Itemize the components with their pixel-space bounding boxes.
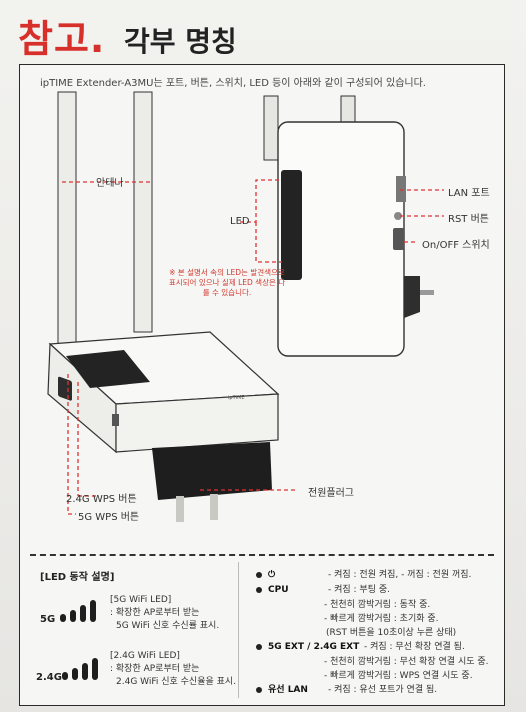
bullet-dot	[256, 571, 262, 578]
onoff-switch-label: On/OFF 스위치	[422, 240, 490, 251]
bullet-dot	[256, 586, 262, 593]
legend-key: 유선 LAN	[268, 685, 308, 695]
legend-key: 5G EXT / 2.4G EXT	[268, 642, 360, 652]
led-label: LED	[230, 216, 250, 227]
wifi-24g-line1: : 확장한 AP로부터 받는	[110, 664, 200, 674]
brand-mark: ipTIME	[228, 395, 245, 401]
rst-button-label: RST 버튼	[448, 214, 489, 225]
rear-view-device	[263, 95, 434, 357]
wifi-24g-line2: 2.4G WiFi 신호 수신율을 표시.	[116, 677, 237, 687]
lan-port-label: LAN 포트	[448, 188, 490, 199]
legend-text: - 켜짐 : 무선 확장 연결 됨.	[364, 642, 465, 652]
legend-text: - 켜짐 : 전원 켜짐, - 꺼짐 : 전원 꺼짐.	[328, 570, 472, 580]
section-divider	[30, 554, 494, 556]
led-color-note: ※ 본 설명서 속의 LED는 발견색으로 표시되어 있으나 실제 LED 색상…	[168, 268, 286, 297]
front-view-device: ipTIME	[47, 91, 280, 522]
legend-ext-slow: - 천천히 깜박거림 : 무선 확장 연결 시도 중.	[324, 654, 489, 667]
led-section-title: [LED 동작 설명]	[40, 572, 115, 583]
wifi-24g-heading: [2.4G WiFi LED]	[110, 651, 180, 661]
intro-text: ipTIME Extender-A3MU는 포트, 버튼, 스위치, LED 등…	[40, 78, 426, 89]
legend-text: - 천천히 깜박거림 : 무선 확장 연결 시도 중.	[324, 657, 489, 667]
title-prefix: 참고.	[18, 17, 106, 61]
legend-cpu: CPU - 켜짐 : 부팅 중.	[256, 582, 390, 595]
legend-key: ⏻	[268, 570, 276, 580]
led-explanation-box	[30, 562, 239, 698]
legend-text: - 천천히 깜박거림 : 동작 중.	[324, 600, 431, 610]
legend-ext-fast: - 빠르게 깜박거림 : WPS 연결 시도 중.	[324, 668, 473, 681]
wifi-24g-signal-icon	[62, 658, 98, 680]
legend-ext: 5G EXT / 2.4G EXT - 켜짐 : 무선 확장 연결 됨.	[256, 639, 465, 652]
legend-cpu-slow: - 천천히 깜박거림 : 동작 중.	[324, 597, 430, 610]
title-text: 각부 명칭	[124, 25, 237, 58]
wifi-5g-line1: : 확장한 AP로부터 받는	[110, 608, 200, 618]
legend-text: - 켜짐 : 유선 포트가 연결 됨.	[328, 685, 438, 695]
wifi-5g-line2: 5G WiFi 신호 수신률 표시.	[116, 621, 220, 631]
bullet-dot	[256, 686, 262, 693]
legend-text: - 빠르게 깜박거림 : 초기화 중.	[324, 614, 439, 624]
wps-24-label: 2.4G WPS 버튼	[66, 494, 137, 505]
wifi-5g-heading: [5G WiFi LED]	[110, 595, 172, 605]
legend-text: - 빠르게 깜박거림 : WPS 연결 시도 중.	[324, 671, 473, 681]
legend-text: (RST 버튼을 10초이상 누른 상태)	[326, 628, 457, 638]
bullet-dot	[256, 643, 262, 650]
wifi-5g-band: 5G	[40, 614, 56, 625]
wps-5-label: 5G WPS 버튼	[78, 512, 140, 523]
wifi-5g-signal-icon	[60, 600, 96, 622]
power-plug-label: 전원플러그	[308, 488, 354, 499]
wifi-24g-band: 2.4G	[36, 672, 62, 683]
antenna-label: 안테나	[96, 178, 124, 189]
legend-power: ⏻ - 켜짐 : 전원 켜짐, - 꺼짐 : 전원 꺼짐.	[256, 567, 471, 580]
callout-leaders	[62, 179, 444, 515]
legend-cpu-rst: (RST 버튼을 10초이상 누른 상태)	[326, 625, 456, 638]
legend-key: CPU	[268, 585, 289, 595]
legend-text: - 켜짐 : 부팅 중.	[328, 585, 390, 595]
legend-lan: 유선 LAN - 켜짐 : 유선 포트가 연결 됨.	[256, 682, 437, 695]
legend-cpu-fast: - 빠르게 깜박거림 : 초기화 중.	[324, 611, 439, 624]
